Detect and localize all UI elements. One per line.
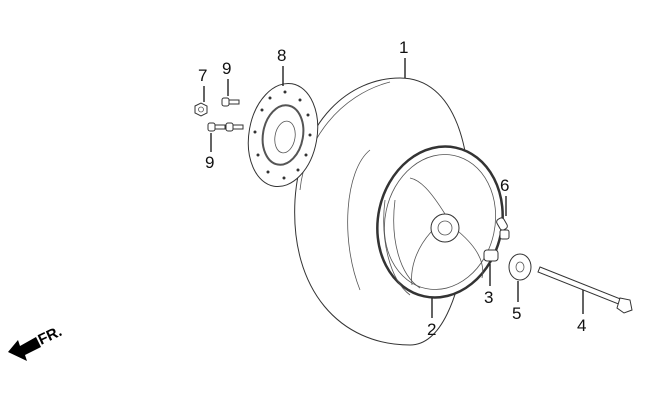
callout-9-bottom: 9 [205, 133, 214, 172]
svg-text:8: 8 [277, 46, 286, 65]
axle [537, 266, 633, 314]
callout-8: 8 [277, 46, 286, 86]
svg-text:6: 6 [500, 176, 509, 195]
speedometer-gear [508, 253, 532, 281]
callout-1: 1 [399, 38, 408, 78]
callout-9-top: 9 [222, 59, 231, 96]
svg-text:5: 5 [512, 304, 521, 323]
rim [376, 145, 504, 299]
arrow-icon [8, 337, 41, 361]
svg-text:9: 9 [222, 59, 231, 78]
bolt-top [221, 97, 240, 107]
bolt-bottom-2 [225, 122, 244, 132]
front-direction-indicator: FR. [8, 323, 65, 361]
svg-text:2: 2 [427, 320, 436, 339]
valve [496, 217, 510, 240]
callout-3: 3 [484, 264, 493, 307]
callout-2: 2 [427, 298, 436, 339]
callout-5: 5 [512, 281, 521, 323]
svg-text:3: 3 [484, 288, 493, 307]
callout-4: 4 [577, 290, 586, 335]
nut [194, 102, 208, 117]
svg-text:7: 7 [198, 66, 207, 85]
brake-disc [247, 82, 319, 188]
callout-7: 7 [198, 66, 207, 102]
svg-text:9: 9 [205, 153, 214, 172]
spacer [483, 249, 499, 262]
svg-text:4: 4 [577, 316, 586, 335]
front-label: FR. [36, 323, 65, 349]
callout-6: 6 [500, 176, 509, 216]
svg-text:1: 1 [399, 38, 408, 57]
bolt-bottom-1 [207, 122, 226, 132]
